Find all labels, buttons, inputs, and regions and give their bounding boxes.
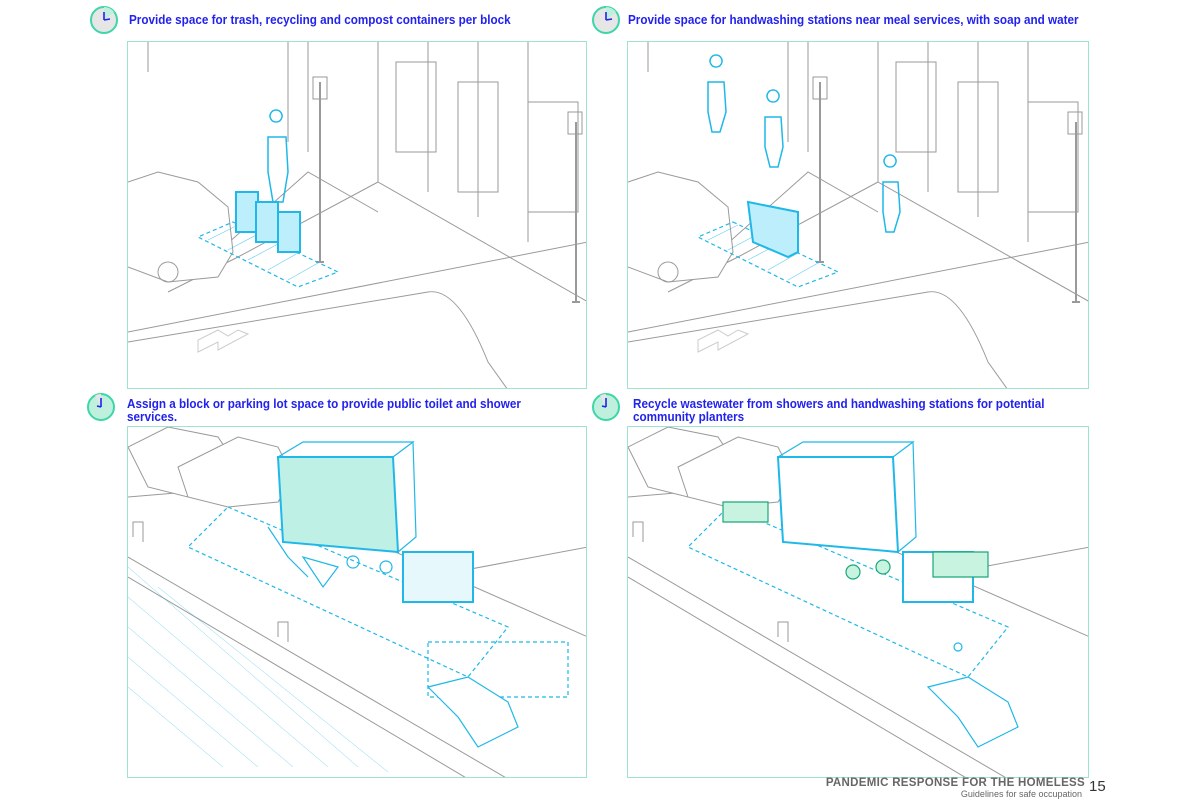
clock-icon bbox=[592, 6, 620, 34]
street-scene bbox=[628, 42, 1088, 388]
footer-title: PANDEMIC RESPONSE FOR THE HOMELESS bbox=[825, 777, 1085, 789]
clock-icon bbox=[87, 393, 115, 421]
clock-icon bbox=[90, 6, 118, 34]
caption-recycle-wastewater: Recycle wastewater from showers and hand… bbox=[633, 397, 1045, 423]
street-scene bbox=[128, 42, 586, 388]
illustration-trash-containers bbox=[127, 41, 587, 389]
caption-handwashing-stations: Provide space for handwashing stations n… bbox=[628, 12, 1079, 27]
caption-trash-containers: Provide space for trash, recycling and c… bbox=[129, 12, 511, 27]
illustration-handwashing-stations bbox=[627, 41, 1089, 389]
illustration-toilet-shower bbox=[127, 426, 587, 778]
caption-toilet-shower: Assign a block or parking lot space to p… bbox=[127, 397, 521, 423]
caption-line: Assign a block or parking lot space to p… bbox=[127, 396, 521, 411]
caption-line: community planters bbox=[633, 409, 745, 424]
caption-line: Recycle wastewater from showers and hand… bbox=[633, 396, 1045, 411]
street-scene bbox=[628, 427, 1088, 777]
street-scene bbox=[128, 427, 586, 777]
clock-icon bbox=[592, 393, 620, 421]
page-number: 15 bbox=[1089, 778, 1106, 795]
caption-line: services. bbox=[127, 409, 178, 424]
footer-subtitle: Guidelines for safe occupation bbox=[960, 789, 1082, 799]
illustration-community-planters bbox=[627, 426, 1089, 778]
